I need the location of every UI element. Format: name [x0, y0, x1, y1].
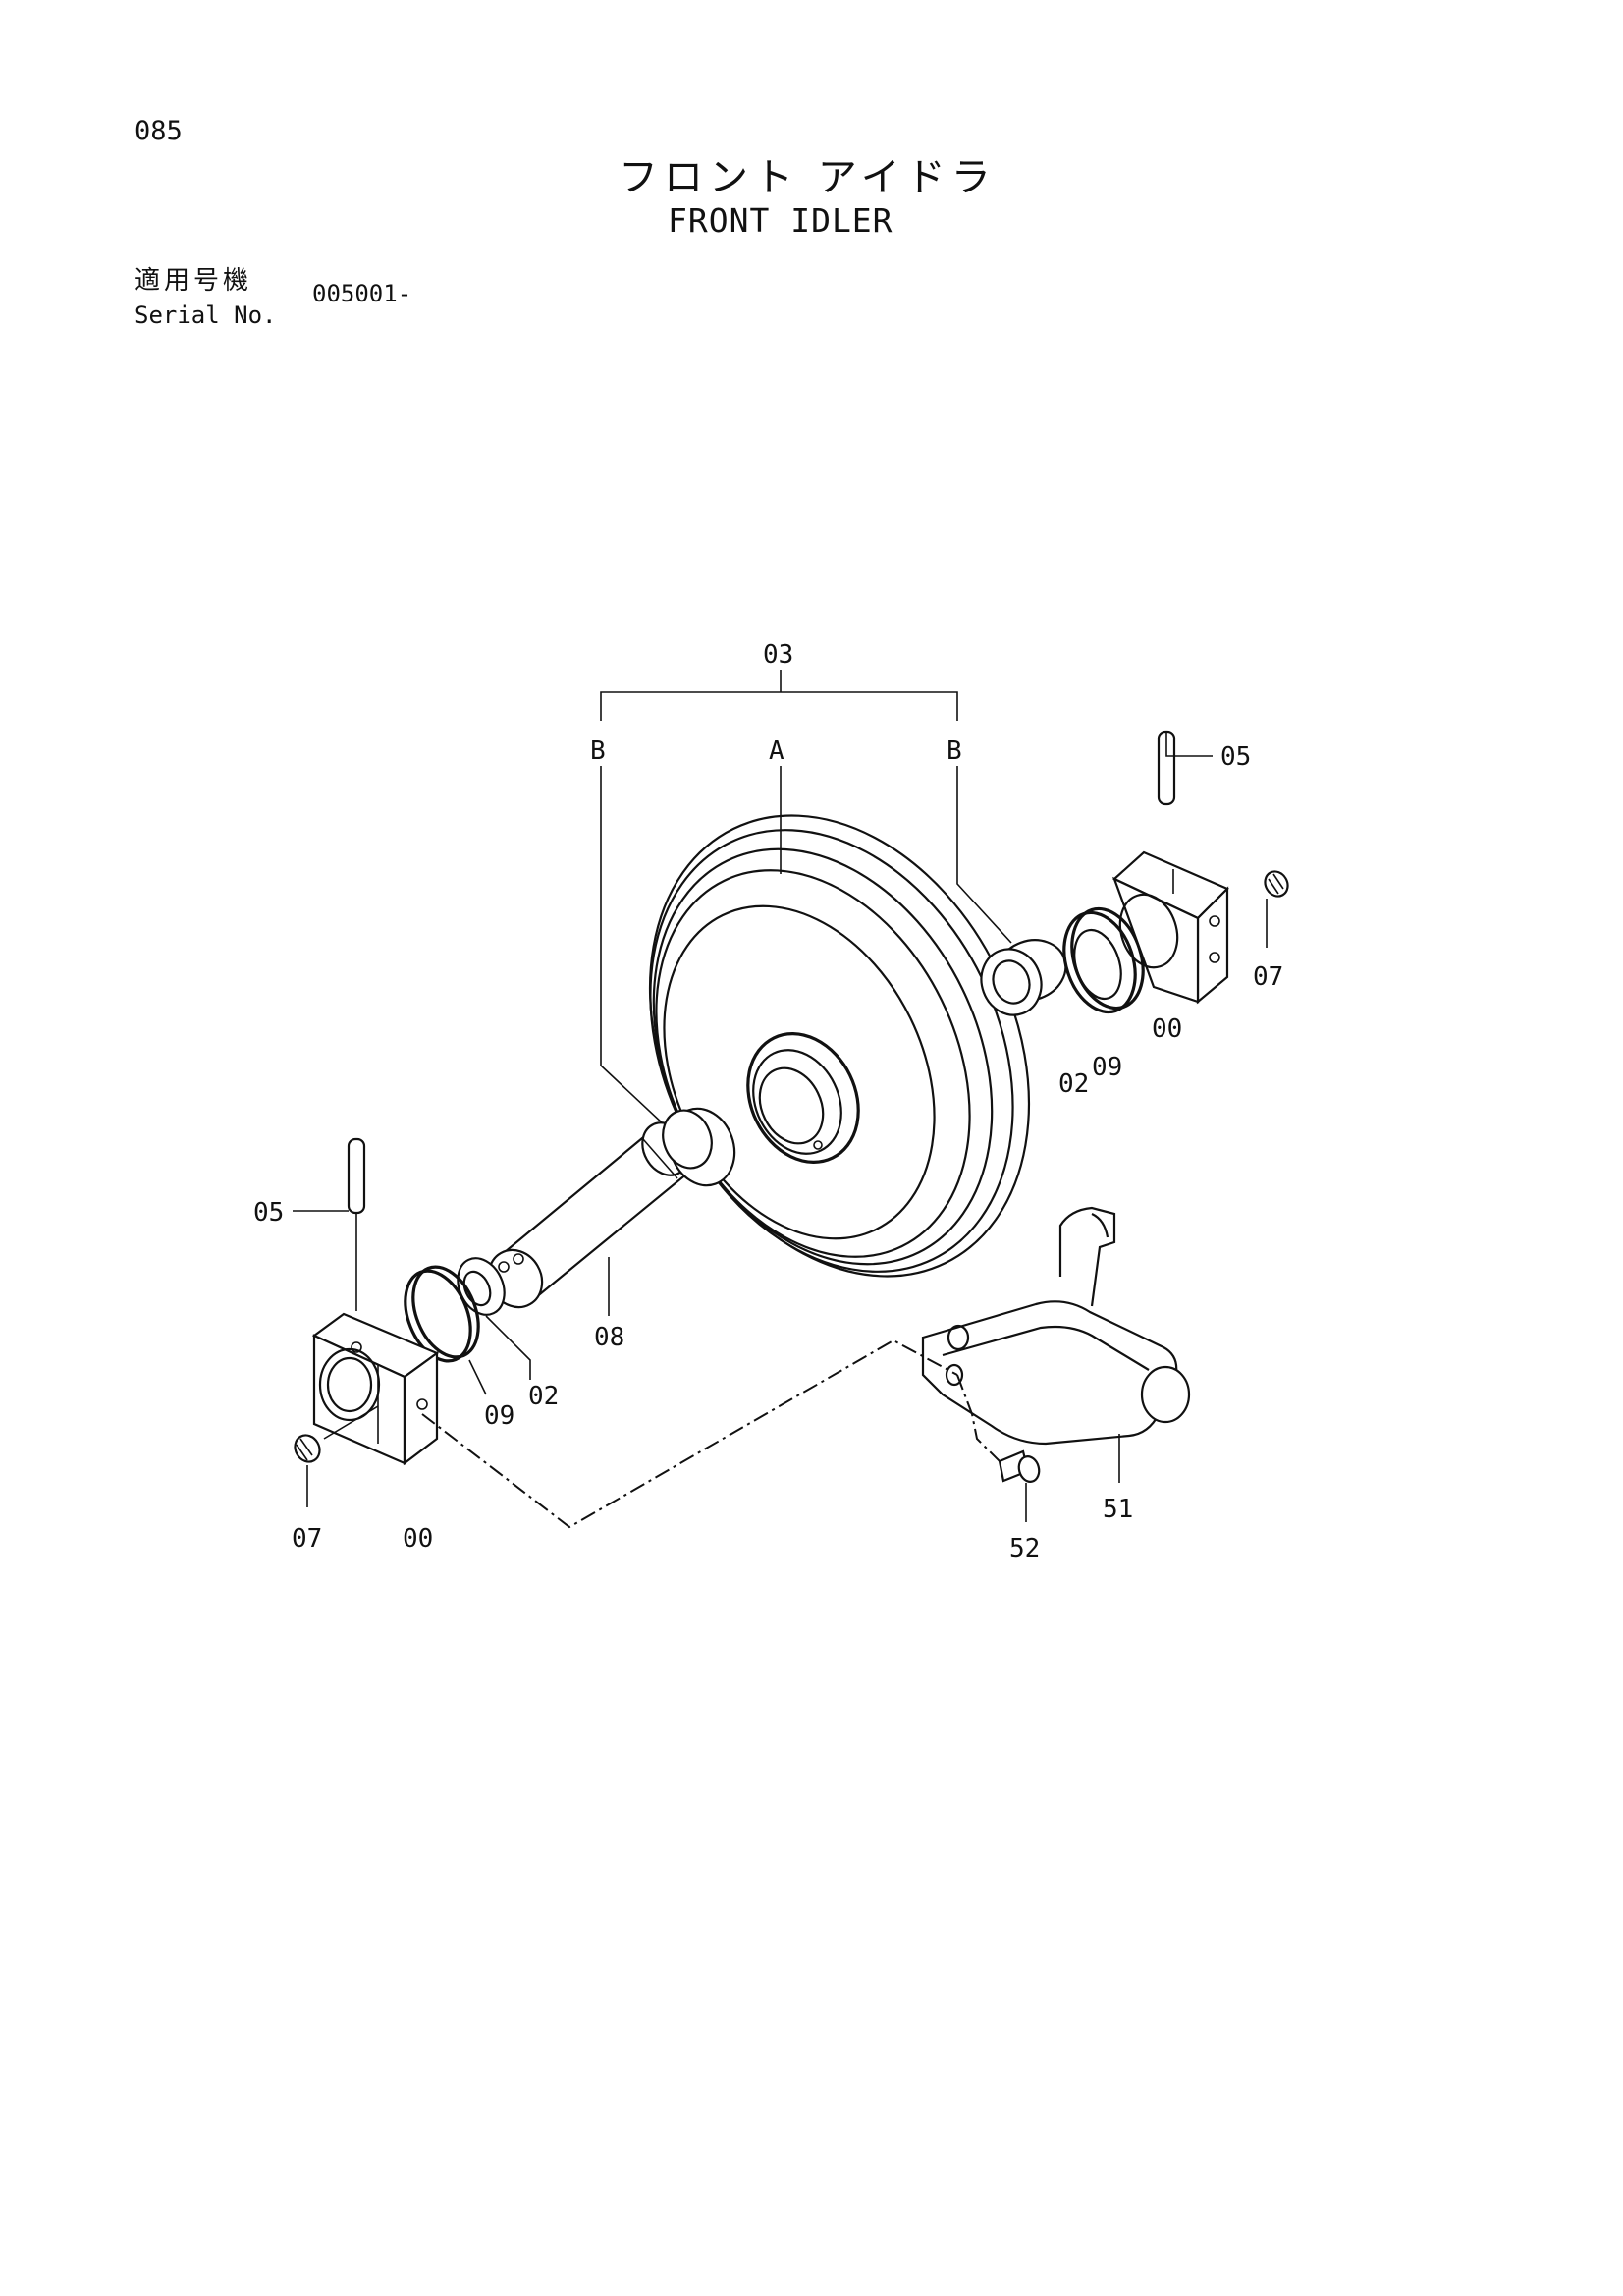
callout-bracket-right: 00: [1152, 1014, 1182, 1044]
title-japanese: フロント アイドラ: [619, 155, 997, 200]
callout-b-right: B: [947, 737, 962, 766]
collar-left: [457, 1257, 531, 1380]
callout-plug-right: 07: [1253, 962, 1283, 992]
idler-wheel: [648, 814, 1031, 1278]
plug-left: [294, 1405, 379, 1507]
seal-left: [404, 1265, 487, 1395]
callout-b-left: B: [590, 737, 606, 766]
callout-shaft: 08: [594, 1323, 624, 1352]
callout-seal-right: 09: [1092, 1053, 1122, 1082]
callout-bolt: 52: [1009, 1534, 1040, 1563]
title-english: FRONT IDLER: [668, 201, 893, 240]
page-number: 085: [135, 116, 183, 146]
collar-right: [980, 939, 1067, 1016]
serial-number-value: 005001-: [312, 280, 412, 307]
bolt: [998, 1449, 1041, 1522]
callout-pin-left: 05: [253, 1198, 284, 1228]
pin-right: [1157, 730, 1213, 806]
assembly-lines: [421, 1339, 1001, 1529]
plug-right: [1264, 870, 1289, 948]
serial-label-english: Serial No.: [135, 301, 277, 329]
callout-collar-right: 02: [1058, 1069, 1089, 1099]
bracket-right: [1112, 850, 1229, 1005]
callout-pin-right: 05: [1220, 742, 1251, 772]
callout-yoke: 51: [1103, 1495, 1133, 1524]
collar-wheel-left: [662, 1107, 736, 1187]
pin-left: [293, 1137, 366, 1311]
callout-plug-left: 07: [292, 1524, 322, 1554]
callout-seal-left: 09: [484, 1401, 514, 1431]
serial-label-japanese: 適用号機: [135, 266, 253, 296]
bracket-left: [311, 1312, 440, 1466]
callout-bracket-left: 00: [403, 1524, 433, 1554]
idler-yoke: [921, 1206, 1191, 1483]
assembly-bracket: [600, 670, 1012, 1140]
callout-collar-left: 02: [528, 1382, 559, 1411]
callout-a: A: [769, 737, 784, 766]
callout-assembly: 03: [763, 640, 793, 670]
